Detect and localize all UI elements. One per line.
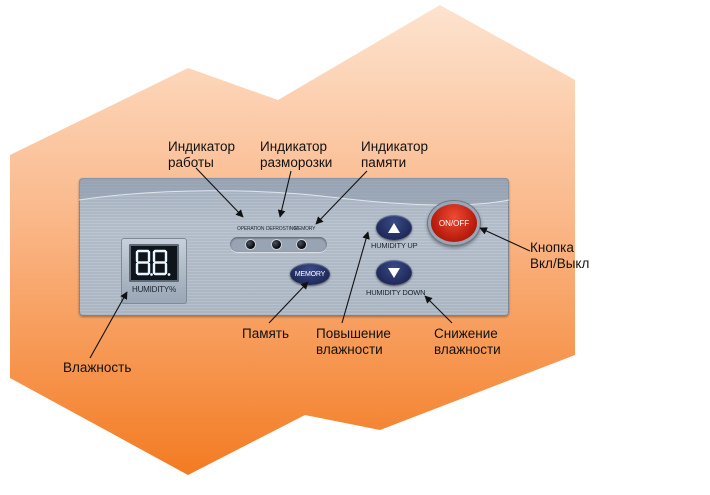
humidity-display-label: HUMIDITY% <box>132 285 176 294</box>
callout-humidity-up: Повышение влажности <box>316 326 391 357</box>
callout-power-button: Кнопка Вкл/Выкл <box>530 240 590 271</box>
callout-humidity: Влажность <box>63 360 132 375</box>
memory-led <box>297 240 306 249</box>
humidity-up-label: HUMIDITY UP <box>371 241 418 250</box>
memory-led-label: MEMORY <box>294 226 316 232</box>
callout-operation-indicator: Индикатор работы <box>168 139 236 170</box>
humidity-display <box>129 244 179 282</box>
humidity-up-button[interactable] <box>376 215 412 240</box>
operation-led-label: OPERATION <box>237 226 265 232</box>
defrosting-led-label: DEFROSTING <box>266 226 297 232</box>
callout-humidity-down: Снижение влажности <box>434 326 501 357</box>
humidity-down-button[interactable] <box>376 260 412 285</box>
humidity-down-label: HUMIDITY DOWN <box>366 288 426 297</box>
operation-led <box>246 240 255 249</box>
control-panel: HUMIDITY% OPERATION DEFROSTING MEMORY ME… <box>79 178 509 316</box>
defrosting-led <box>272 240 281 249</box>
memory-button[interactable]: MEMORY <box>290 263 330 285</box>
callout-memory-indicator: Индикатор памяти <box>361 139 429 170</box>
triangle-up-icon <box>388 222 400 233</box>
triangle-down-icon <box>388 267 400 278</box>
indicator-led-strip <box>230 237 327 252</box>
on-off-button[interactable]: ON/OFF <box>431 204 477 242</box>
callout-defrost-indicator: Индикатор разморозки <box>260 139 333 170</box>
seven-segment-digits <box>135 249 171 276</box>
callout-memory: Память <box>242 326 290 341</box>
humidity-display-frame: HUMIDITY% <box>121 238 187 304</box>
